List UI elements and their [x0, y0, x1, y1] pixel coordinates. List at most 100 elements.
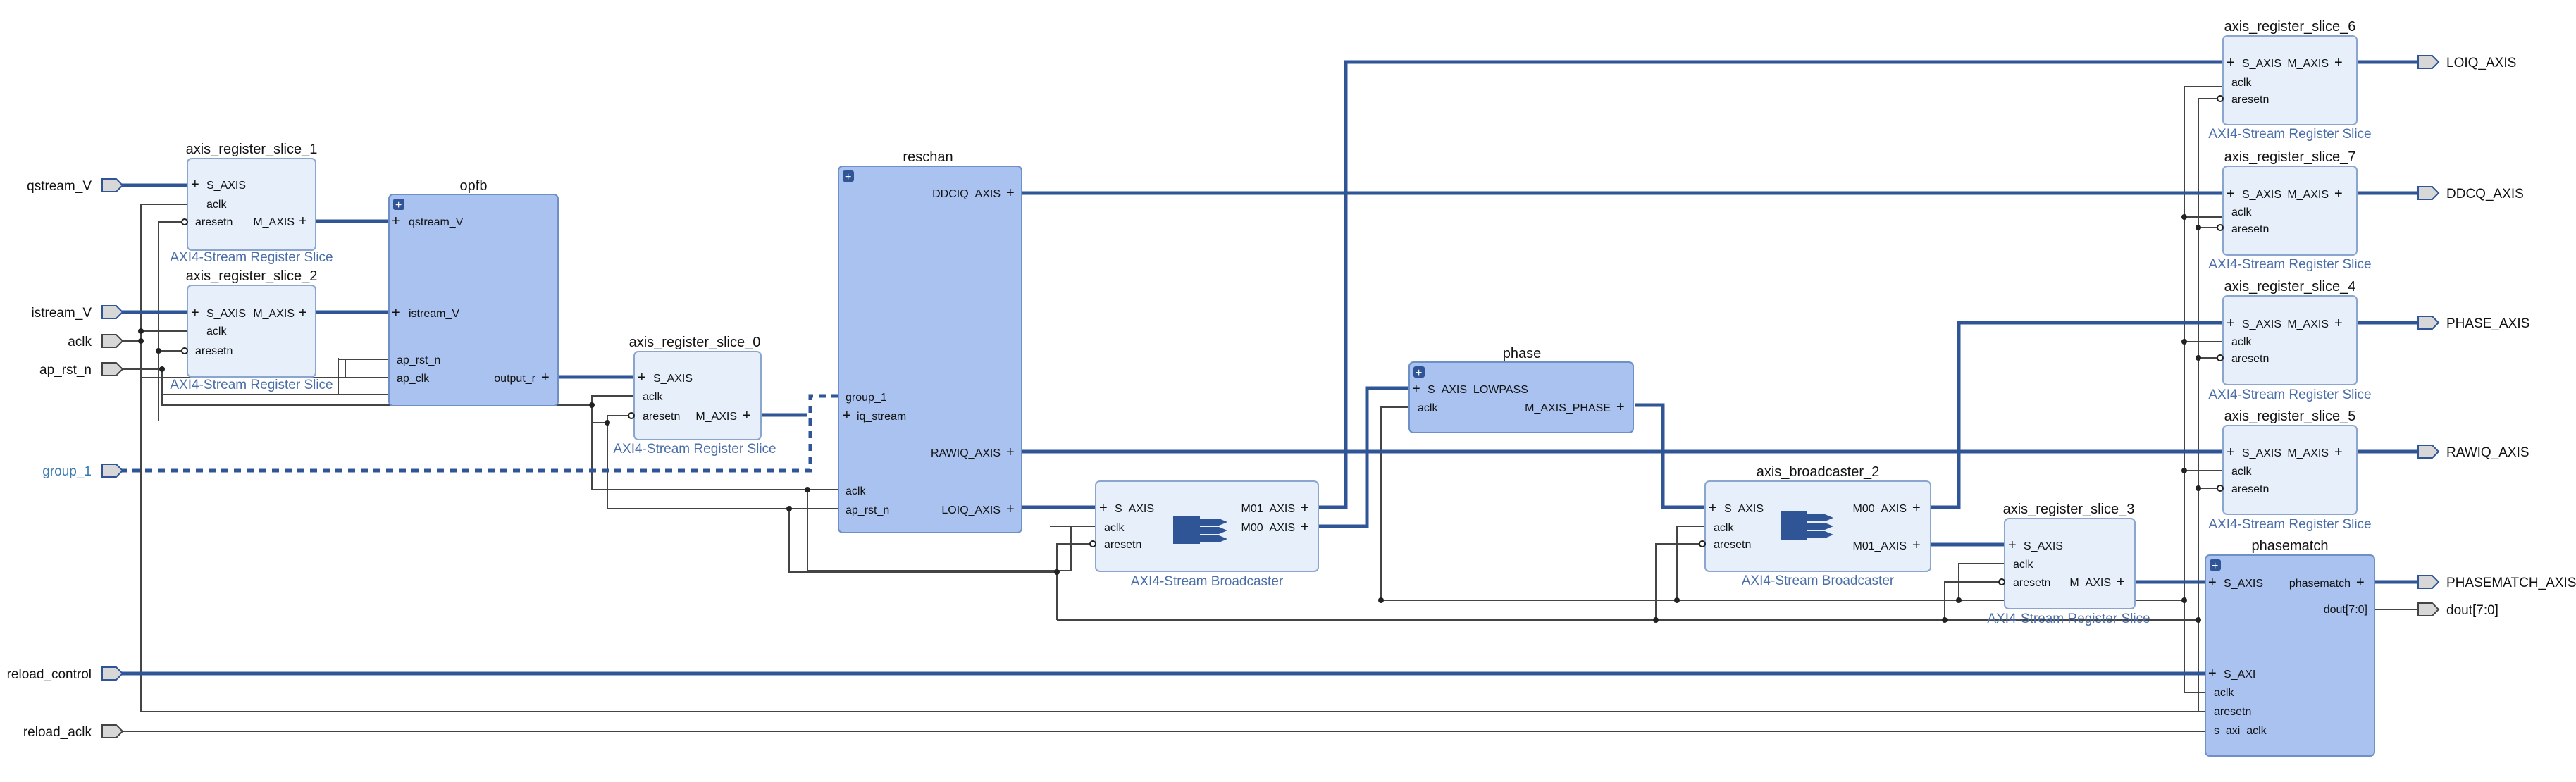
svg-text:reschan: reschan — [903, 149, 953, 165]
svg-text:aresetn: aresetn — [2231, 94, 2269, 106]
svg-text:DDCQ_AXIS: DDCQ_AXIS — [2446, 187, 2524, 201]
input-port-qstream[interactable]: qstream_V — [27, 178, 124, 194]
svg-text:M_AXIS: M_AXIS — [2287, 189, 2329, 201]
svg-text:reload_aclk: reload_aclk — [23, 725, 92, 740]
output-port-phase-axis[interactable]: PHASE_AXIS — [2417, 316, 2529, 331]
svg-text:+: + — [299, 305, 307, 321]
svg-text:axis_register_slice_1: axis_register_slice_1 — [186, 142, 318, 157]
output-port-dout[interactable]: dout[7:0] — [2417, 602, 2498, 618]
svg-text:aresetn: aresetn — [1104, 539, 1141, 551]
svg-text:aclk: aclk — [1714, 522, 1734, 534]
svg-text:axis_register_slice_5: axis_register_slice_5 — [2224, 409, 2356, 424]
output-port-rawiq-axis[interactable]: RAWIQ_AXIS — [2417, 445, 2529, 460]
svg-text:+: + — [1099, 500, 1108, 516]
axi-stream-buses — [120, 60, 2417, 676]
block-axis-register-slice-7[interactable]: axis_register_slice_7 + S_AXIS M_AXIS + … — [2208, 149, 2371, 272]
svg-text:+: + — [2356, 575, 2365, 590]
svg-text:qstream_V: qstream_V — [409, 216, 464, 228]
block-axis-register-slice-2[interactable]: axis_register_slice_2 + S_AXIS M_AXIS + … — [170, 268, 333, 392]
svg-text:axis_register_slice_0: axis_register_slice_0 — [629, 335, 761, 350]
svg-text:AXI4-Stream Register Slice: AXI4-Stream Register Slice — [2208, 387, 2371, 402]
svg-text:aresetn: aresetn — [2231, 483, 2269, 495]
svg-text:aclk: aclk — [643, 391, 663, 403]
svg-text:+: + — [392, 305, 400, 321]
svg-text:PHASEMATCH_AXIS: PHASEMATCH_AXIS — [2446, 576, 2576, 590]
svg-text:phasematch: phasematch — [2289, 578, 2351, 590]
svg-text:S_AXIS: S_AXIS — [206, 308, 246, 320]
block-opfb[interactable]: opfb + + qstream_V + istream_V ap_rst_n … — [388, 178, 559, 406]
svg-text:+: + — [392, 213, 400, 229]
block-phase[interactable]: phase + + S_AXIS_LOWPASS aclk M_AXIS_PHA… — [1408, 346, 1634, 433]
svg-text:phasematch: phasematch — [2252, 538, 2329, 554]
svg-text:+: + — [1301, 519, 1309, 535]
block-axis-broadcaster-2[interactable]: axis_broadcaster_2 + S_AXIS aclk aresetn… — [1699, 464, 1931, 588]
svg-text:S_AXIS: S_AXIS — [1724, 503, 1764, 515]
svg-text:aresetn: aresetn — [2231, 223, 2269, 235]
input-port-aclk[interactable]: aclk — [68, 334, 124, 349]
svg-text:S_AXIS: S_AXIS — [2024, 540, 2063, 552]
svg-text:AXI4-Stream Register Slice: AXI4-Stream Register Slice — [613, 442, 776, 457]
input-port-reload-aclk[interactable]: reload_aclk — [23, 724, 124, 740]
svg-text:S_AXIS: S_AXIS — [2242, 189, 2281, 201]
svg-text:axis_register_slice_3: axis_register_slice_3 — [2003, 502, 2135, 517]
svg-text:M_AXIS: M_AXIS — [2287, 58, 2329, 70]
svg-text:+: + — [2227, 445, 2235, 460]
svg-text:aresetn: aresetn — [195, 345, 233, 357]
svg-text:+: + — [541, 370, 550, 385]
svg-text:+: + — [2334, 186, 2343, 201]
svg-text:AXI4-Stream Register Slice: AXI4-Stream Register Slice — [170, 378, 333, 392]
svg-text:aresetn: aresetn — [2013, 577, 2050, 589]
broadcaster-icon — [1781, 511, 1833, 540]
block-axis-register-slice-3[interactable]: axis_register_slice_3 + S_AXIS aclk ares… — [1987, 502, 2150, 626]
input-port-ap-rst-n[interactable]: ap_rst_n — [39, 362, 124, 378]
svg-text:S_AXIS_LOWPASS: S_AXIS_LOWPASS — [1428, 384, 1528, 396]
svg-text:dout[7:0]: dout[7:0] — [2324, 604, 2367, 616]
input-port-reload-control[interactable]: reload_control — [7, 666, 124, 682]
svg-text:AXI4-Stream Register Slice: AXI4-Stream Register Slice — [2208, 127, 2371, 142]
block-axis-register-slice-6[interactable]: axis_register_slice_6 + S_AXIS M_AXIS + … — [2208, 19, 2371, 142]
svg-text:+: + — [2227, 55, 2235, 70]
block-phasematch[interactable]: phasematch + + S_AXIS phasematch + dout[… — [2205, 538, 2375, 757]
block-axis-register-slice-0[interactable]: axis_register_slice_0 + S_AXIS aclk ares… — [613, 335, 776, 457]
svg-text:+: + — [1416, 367, 1422, 379]
svg-text:S_AXIS: S_AXIS — [653, 373, 693, 385]
svg-text:+: + — [1412, 381, 1420, 397]
block-axis-register-slice-5[interactable]: axis_register_slice_5 + S_AXIS M_AXIS + … — [2208, 409, 2371, 532]
block-axis-broadcaster-1[interactable]: axis_broadcaster_1 + S_AXIS aclk aresetn… — [1089, 480, 1319, 589]
output-port-ddcq-axis[interactable]: DDCQ_AXIS — [2417, 186, 2524, 201]
svg-text:aresetn: aresetn — [2231, 353, 2269, 365]
block-axis-register-slice-4[interactable]: axis_register_slice_4 + S_AXIS M_AXIS + … — [2208, 279, 2371, 402]
svg-text:M_AXIS: M_AXIS — [253, 216, 295, 228]
svg-text:aclk: aclk — [2231, 466, 2252, 478]
clock-reset-wires — [120, 86, 2223, 732]
block-axis-register-slice-1[interactable]: axis_register_slice_1 + S_AXIS aclk ares… — [170, 142, 333, 265]
svg-text:S_AXIS: S_AXIS — [2242, 447, 2281, 459]
output-port-loiq-axis[interactable]: LOIQ_AXIS — [2417, 55, 2516, 70]
svg-text:axis_register_slice_7: axis_register_slice_7 — [2224, 149, 2356, 165]
svg-text:istream_V: istream_V — [409, 308, 459, 320]
svg-text:+: + — [191, 305, 199, 321]
svg-text:RAWIQ_AXIS: RAWIQ_AXIS — [931, 447, 1001, 459]
svg-text:+: + — [2227, 316, 2235, 331]
output-port-phasematch-axis[interactable]: PHASEMATCH_AXIS — [2417, 575, 2576, 590]
svg-text:axis_broadcaster_2: axis_broadcaster_2 — [1757, 464, 1880, 480]
svg-text:axis_register_slice_4: axis_register_slice_4 — [2224, 279, 2356, 294]
svg-text:ap_rst_n: ap_rst_n — [846, 504, 889, 516]
svg-text:+: + — [1301, 500, 1309, 516]
svg-text:+: + — [2227, 186, 2235, 201]
svg-text:aclk: aclk — [2231, 77, 2252, 89]
svg-text:aresetn: aresetn — [195, 216, 233, 228]
svg-text:+: + — [1006, 445, 1015, 460]
svg-text:aclk: aclk — [2231, 206, 2252, 218]
svg-text:aclk: aclk — [846, 485, 866, 497]
svg-text:S_AXIS: S_AXIS — [2224, 578, 2263, 590]
svg-text:aclk: aclk — [206, 325, 227, 337]
svg-text:ap_rst_n: ap_rst_n — [397, 354, 440, 366]
svg-text:AXI4-Stream Broadcaster: AXI4-Stream Broadcaster — [1742, 573, 1895, 588]
block-reschan[interactable]: reschan + DDCIQ_AXIS + group_1 + iq_stre… — [838, 149, 1022, 533]
input-port-istream[interactable]: istream_V — [31, 305, 124, 321]
svg-text:M_AXIS: M_AXIS — [695, 411, 737, 423]
svg-text:+: + — [2008, 538, 2017, 553]
input-port-group-1[interactable]: group_1 — [42, 464, 124, 479]
